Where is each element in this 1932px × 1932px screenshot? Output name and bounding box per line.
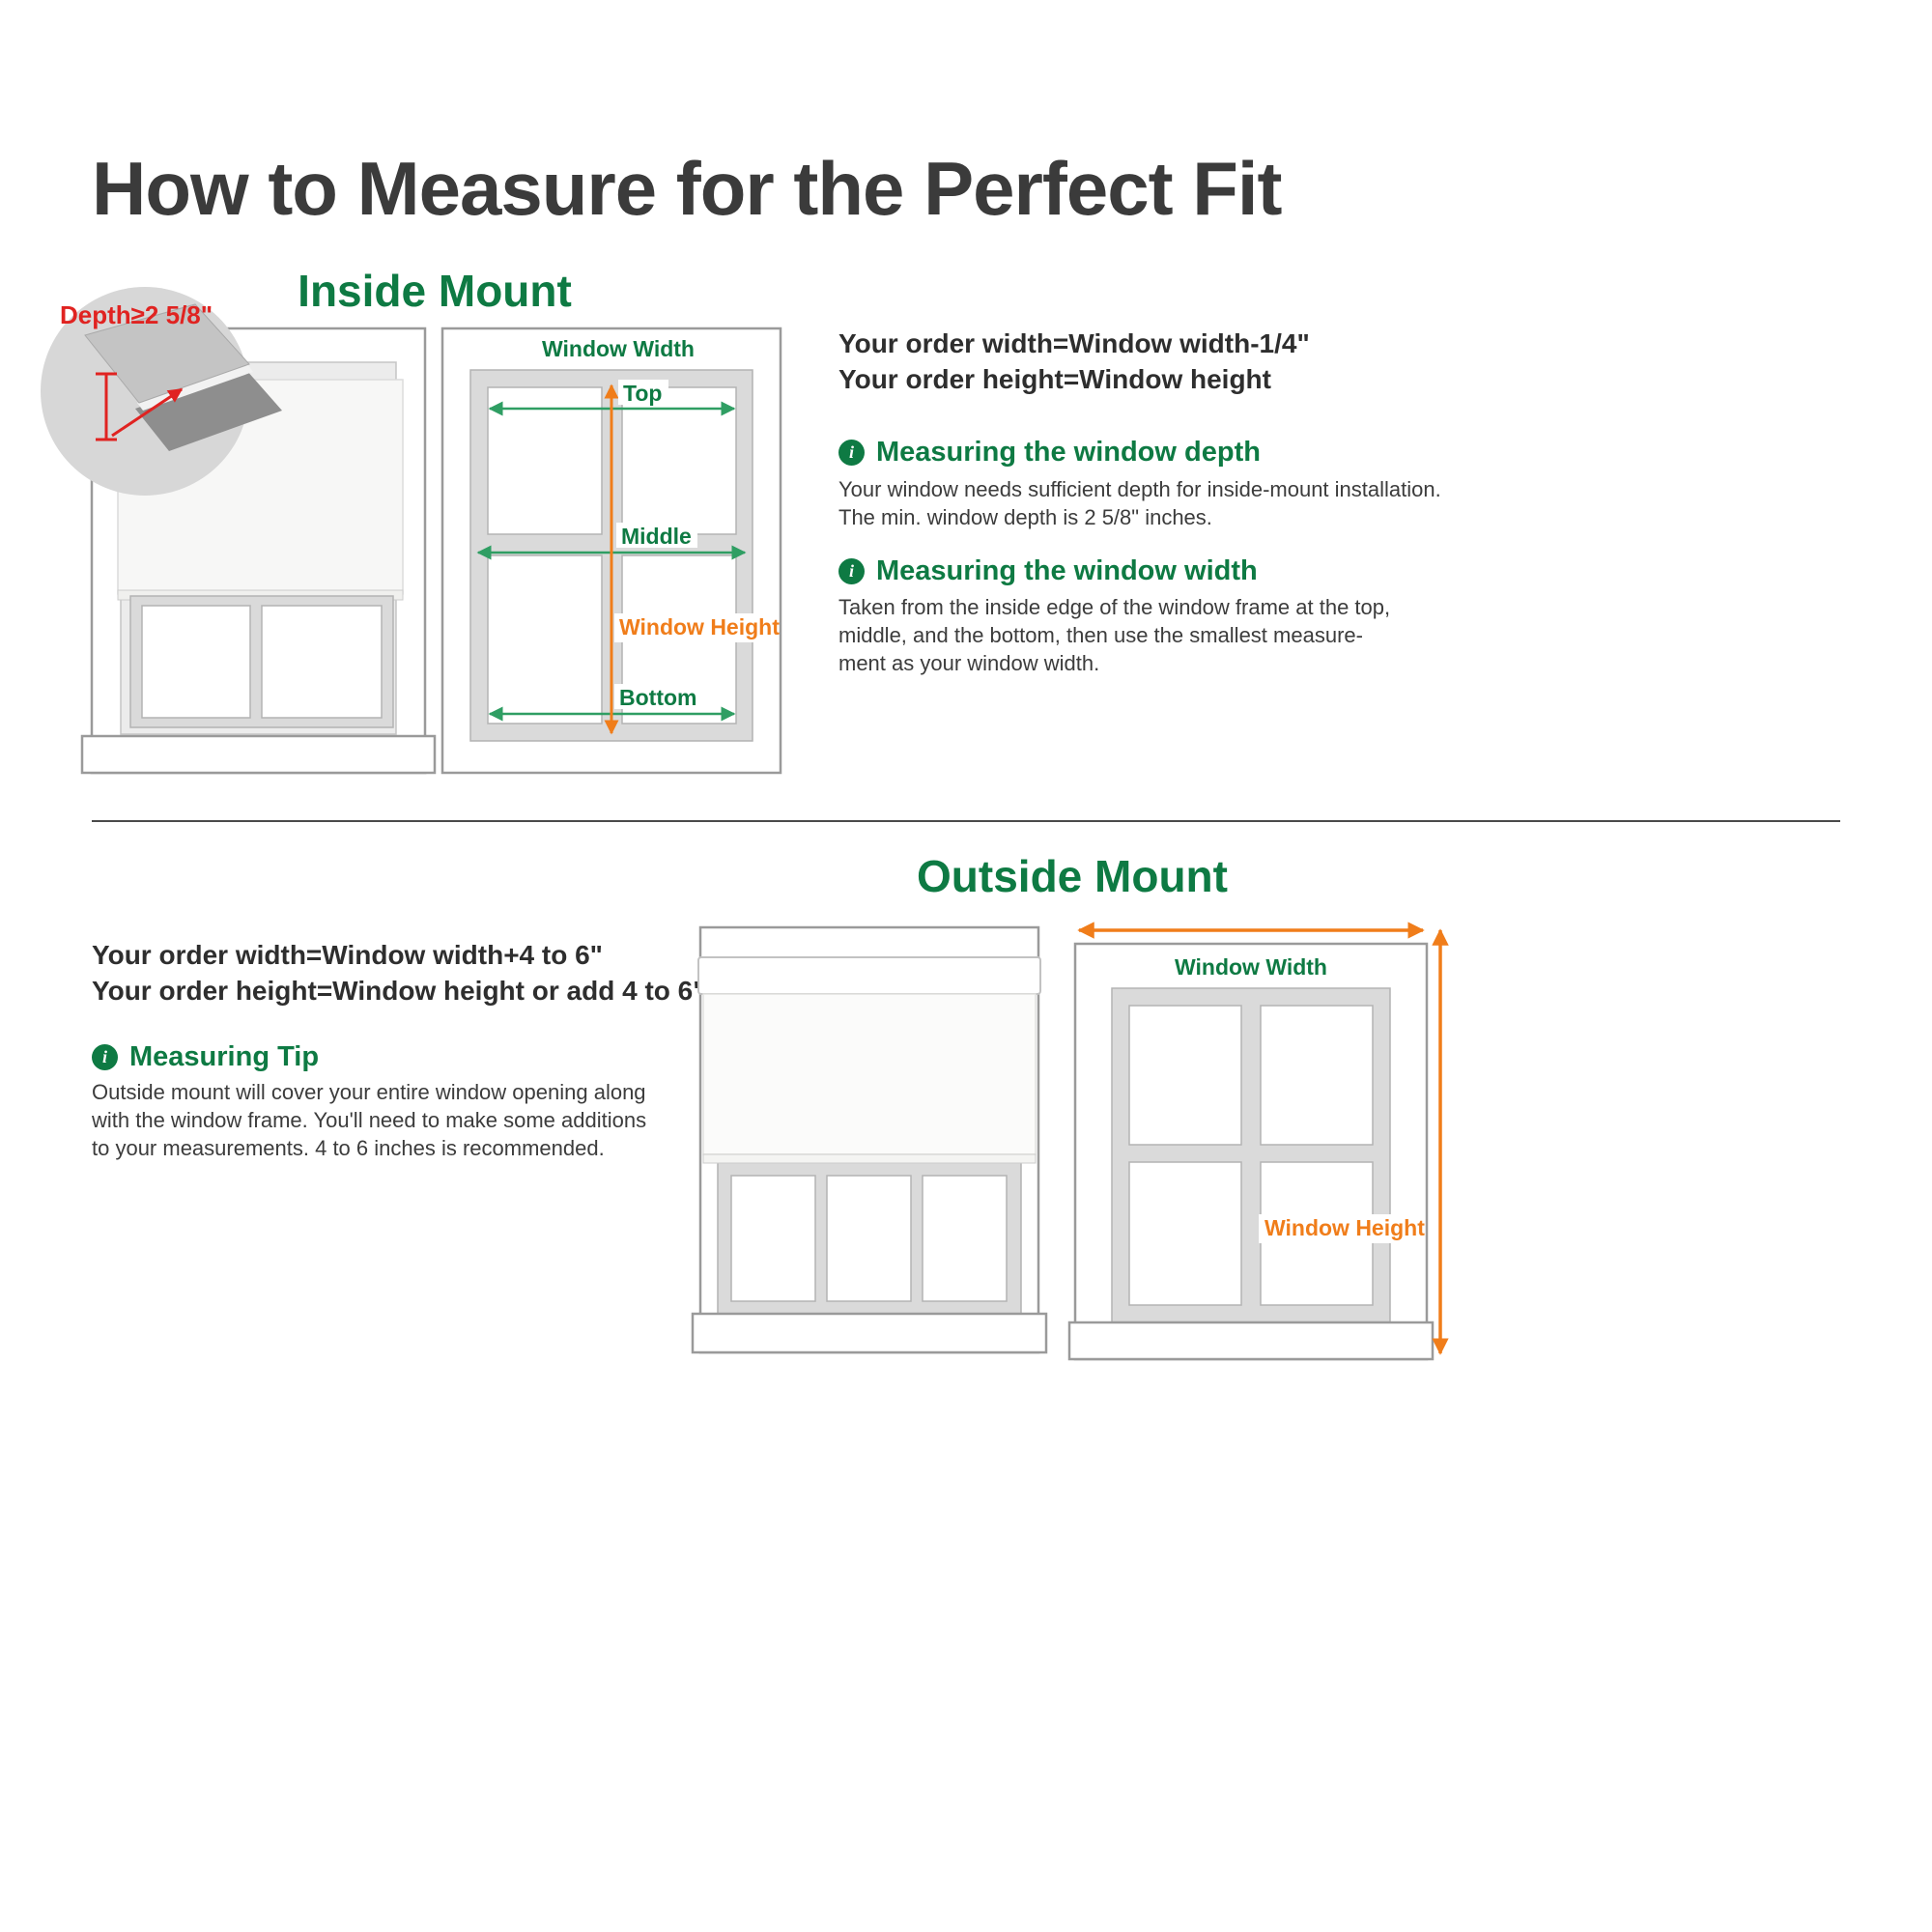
body-line: with the window frame. You'll need to ma…	[92, 1108, 647, 1132]
depth-zoom-bubble: Depth≥2 5/8"	[41, 287, 282, 496]
depth-label: Depth≥2 5/8"	[60, 300, 213, 329]
outside-order-height: Your order height=Window height or add 4…	[92, 976, 706, 1006]
sill-top-face	[84, 303, 250, 404]
window-height-label-bg	[614, 613, 777, 642]
section-divider	[92, 820, 1840, 822]
outside-shade-window-diagram	[691, 925, 1048, 1354]
info-icon: i	[838, 558, 865, 584]
depth-measure-lines	[96, 372, 184, 441]
body-line: to your measurements. 4 to 6 inches is r…	[92, 1136, 605, 1160]
bottom-label: Bottom	[619, 685, 696, 710]
roller-shade	[697, 956, 1041, 1164]
info-icon: i	[92, 1044, 118, 1070]
window-height-label: Window Height	[619, 614, 780, 639]
window-sill	[80, 734, 437, 775]
inside-mount-heading: Inside Mount	[298, 266, 572, 316]
window-width-label: Window Width	[542, 336, 695, 361]
body-line: Your window needs sufficient depth for i…	[838, 477, 1441, 501]
outside-order-rules: Your order width=Window width+4 to 6" Yo…	[92, 937, 706, 1009]
outside-order-width: Your order width=Window width+4 to 6"	[92, 940, 603, 970]
top-label-bg	[618, 380, 668, 405]
inside-measure-window-diagram: Window Width Top Middle Bottom Window He…	[440, 327, 782, 775]
outside-mount-heading: Outside Mount	[917, 851, 1228, 901]
inside-width-heading: Measuring the window width	[876, 555, 1258, 586]
body-line: middle, and the bottom, then use the sma…	[838, 623, 1363, 647]
outside-tip-heading-row: i Measuring Tip	[92, 1041, 319, 1073]
inside-depth-heading-row: i Measuring the window depth	[838, 437, 1261, 469]
inside-depth-body: Your window needs sufficient depth for i…	[838, 475, 1441, 531]
outside-measure-window-diagram: Window Width Window Height	[1067, 922, 1449, 1361]
inside-width-body: Taken from the inside edge of the window…	[838, 593, 1390, 677]
inside-shade-window-diagram: Depth≥2 5/8"	[41, 287, 437, 775]
outside-tip-heading: Measuring Tip	[129, 1041, 320, 1072]
outside-tip-body: Outside mount will cover your entire win…	[92, 1078, 646, 1162]
body-line: The min. window depth is 2 5/8" inches.	[838, 505, 1212, 529]
body-line: Outside mount will cover your entire win…	[92, 1080, 646, 1104]
page-title: How to Measure for the Perfect Fit	[92, 146, 1283, 231]
top-label: Top	[623, 381, 662, 406]
inside-order-width: Your order width=Window width-1/4"	[838, 328, 1310, 358]
info-icon: i	[838, 440, 865, 466]
body-line: Taken from the inside edge of the window…	[838, 595, 1391, 619]
window-width-label: Window Width	[1175, 954, 1327, 980]
window-sill	[1067, 1321, 1435, 1361]
lower-sash-panes	[129, 595, 394, 728]
inside-order-height: Your order height=Window height	[838, 364, 1271, 394]
inside-width-heading-row: i Measuring the window width	[838, 555, 1258, 587]
inside-order-rules: Your order width=Window width-1/4" Your …	[838, 326, 1310, 397]
body-line: ment as your window width.	[838, 651, 1100, 675]
window-sill	[691, 1312, 1048, 1354]
window-height-label: Window Height	[1264, 1215, 1425, 1240]
bottom-label-bg	[614, 684, 703, 709]
middle-label-bg	[616, 523, 697, 548]
middle-label: Middle	[621, 524, 692, 549]
window-frame	[1073, 942, 1429, 1361]
sill-underside	[135, 370, 282, 451]
inside-depth-heading: Measuring the window depth	[876, 437, 1261, 468]
window-height-label-bg	[1259, 1214, 1423, 1243]
